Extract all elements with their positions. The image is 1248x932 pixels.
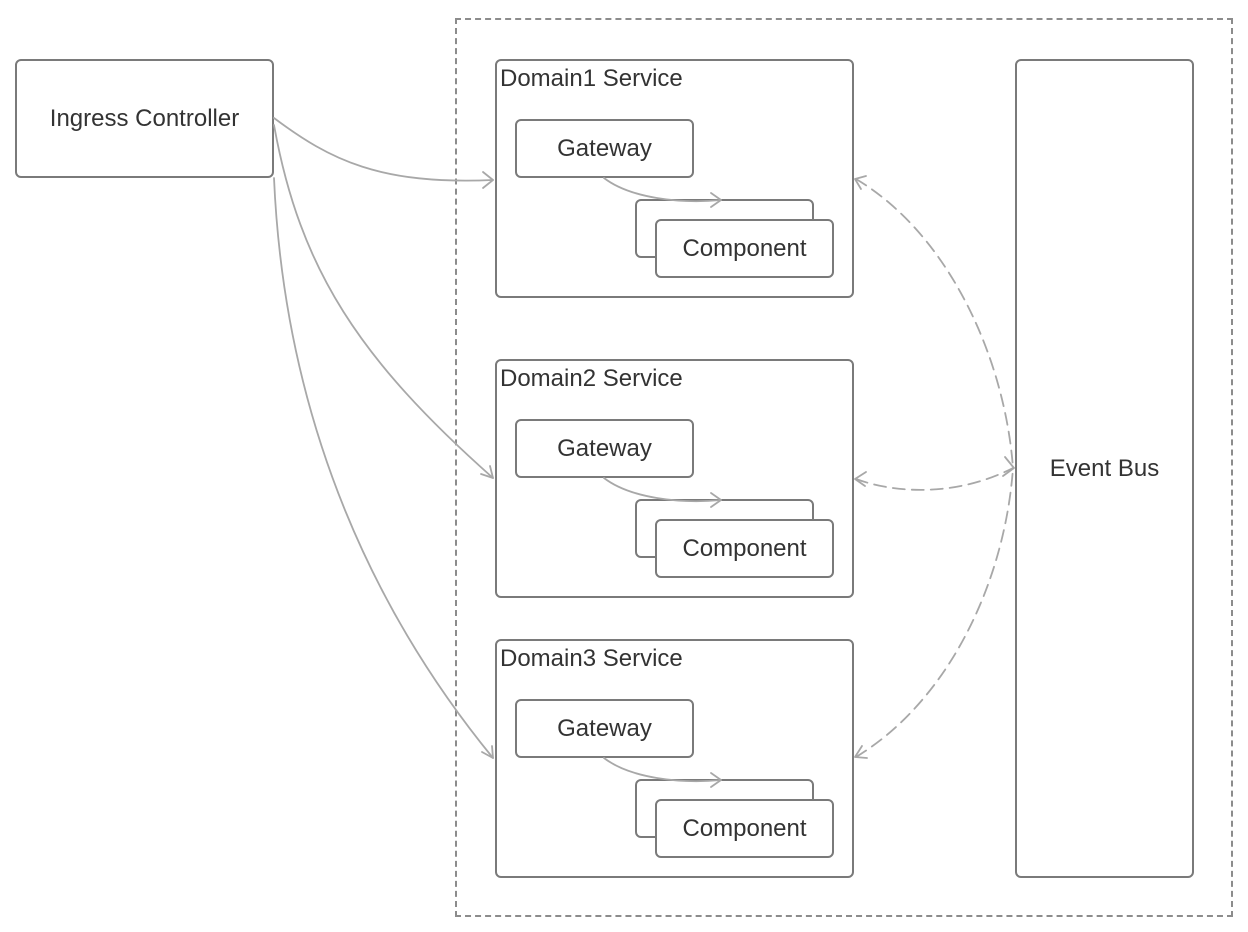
domain1-service-title: Domain1 Service xyxy=(500,65,683,92)
event-bus-node[interactable]: Event Bus xyxy=(1015,59,1194,878)
domain2-component-node[interactable]: Component xyxy=(655,519,834,578)
domain2-service-title: Domain2 Service xyxy=(500,365,683,392)
domain2-component-label: Component xyxy=(682,534,807,562)
domain1-gateway-label: Gateway xyxy=(557,134,652,162)
domain2-gateway-label: Gateway xyxy=(557,434,652,462)
domain3-gateway-node[interactable]: Gateway xyxy=(515,699,694,758)
domain1-component-label: Component xyxy=(682,234,807,262)
event-bus-label: Event Bus xyxy=(1049,454,1160,482)
domain2-gateway-node[interactable]: Gateway xyxy=(515,419,694,478)
domain1-gateway-node[interactable]: Gateway xyxy=(515,119,694,178)
domain3-gateway-label: Gateway xyxy=(557,714,652,742)
domain3-service-title: Domain3 Service xyxy=(500,645,683,672)
domain3-component-label: Component xyxy=(682,814,807,842)
domain3-component-node[interactable]: Component xyxy=(655,799,834,858)
ingress-controller-label: Ingress Controller xyxy=(49,104,240,132)
domain1-component-node[interactable]: Component xyxy=(655,219,834,278)
ingress-controller-node[interactable]: Ingress Controller xyxy=(15,59,274,178)
